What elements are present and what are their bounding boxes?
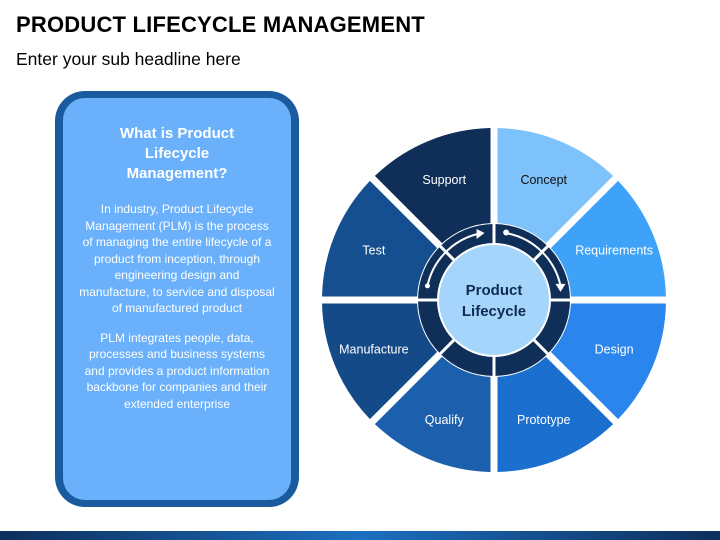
arrow-left-dot [424,283,430,289]
page-title: PRODUCT LIFECYCLE MANAGEMENT [16,12,425,37]
center-circle [437,243,551,357]
segment-support [374,128,491,244]
segment-label-support: Support [422,173,466,187]
segment-label-concept: Concept [520,173,567,187]
segment-concept [497,128,614,244]
segment-label-design: Design [595,343,634,357]
segment-qualify [374,356,491,472]
segment-design [550,303,666,420]
ring-spoke [437,243,456,262]
footer-bar [0,531,720,540]
info-paragraph-2: PLM integrates people, data, processes a… [84,330,270,411]
arrow-right-dot [503,229,510,236]
ring-spoke [532,338,551,357]
segment-requirements [550,180,666,297]
segment-label-manufacture: Manufacture [339,343,409,357]
info-box: What is Product Lifecycle Management? In… [63,98,291,500]
segment-prototype [497,356,614,472]
segment-test [322,180,438,297]
cycle-arrow-left [426,233,478,287]
segment-label-prototype: Prototype [517,413,571,427]
center-label-line-1: Product [466,282,523,299]
arrow-right-head-icon [555,283,566,292]
segment-label-requirements: Requirements [575,243,653,257]
ring-spokes [416,222,572,378]
segment-manufacture [322,303,438,420]
segment-label-test: Test [362,243,385,257]
wheel-segments [322,128,666,472]
cycle-arrow-right [507,232,562,287]
info-heading: What is Product Lifecycle Management? [119,125,235,182]
ring-spoke [437,338,456,357]
arrow-left-head-icon [476,229,485,240]
info-paragraph-1: In industry, Product Lifecycle Managemen… [79,202,275,315]
page-subtitle: Enter your sub headline here [16,49,241,69]
segment-label-qualify: Qualify [425,413,465,427]
center-label-line-2: Lifecycle [462,303,526,320]
